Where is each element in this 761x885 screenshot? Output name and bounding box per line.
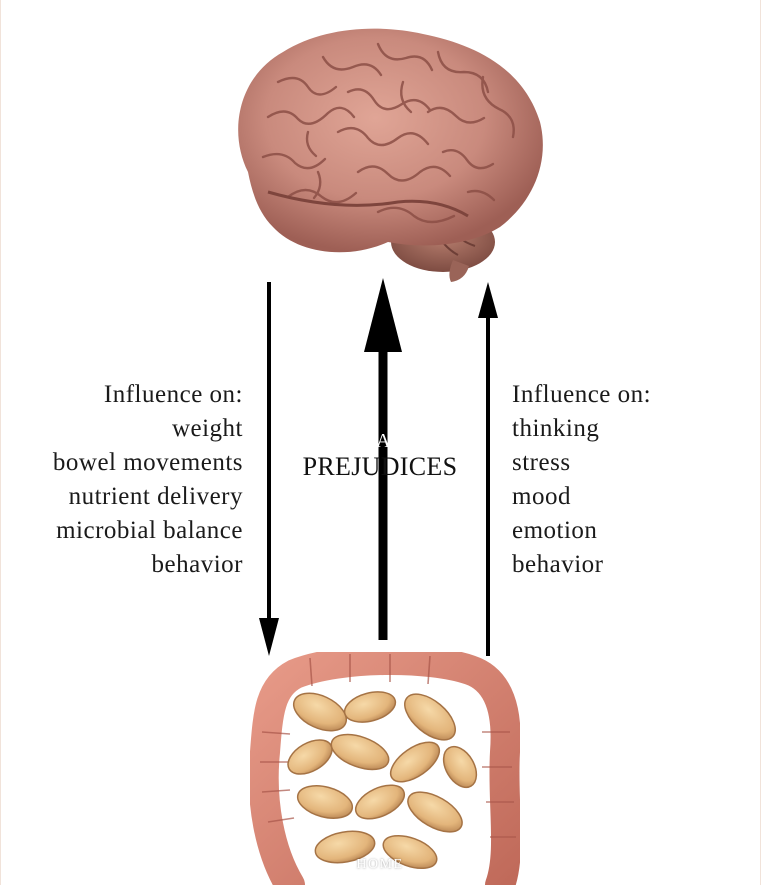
left-item-nutrient-delivery: nutrient delivery bbox=[68, 483, 243, 510]
left-item-weight: weight bbox=[171, 415, 243, 442]
home-link[interactable]: HOME bbox=[356, 857, 404, 872]
center-label-prejudices: PREJUDICES bbox=[302, 452, 458, 481]
brain-illustration bbox=[238, 28, 543, 282]
right-item-thinking: thinking bbox=[512, 415, 600, 442]
intestines-illustration bbox=[250, 652, 520, 885]
right-item-mood: mood bbox=[512, 483, 571, 510]
ghost-letter: A bbox=[376, 430, 391, 452]
right-item-stress: stress bbox=[512, 449, 571, 476]
right-heading: Influence on: bbox=[512, 381, 652, 408]
left-item-behavior: behavior bbox=[151, 551, 243, 578]
arrow-up-large-center bbox=[364, 278, 402, 640]
left-item-microbial-balance: microbial balance bbox=[56, 517, 243, 544]
left-heading: Influence on: bbox=[103, 381, 243, 408]
arrow-down-brain-to-gut bbox=[259, 282, 279, 656]
right-item-behavior: behavior bbox=[512, 551, 604, 578]
right-item-emotion: emotion bbox=[512, 517, 598, 544]
left-item-bowel-movements: bowel movements bbox=[52, 449, 243, 476]
left-influence-list: Influence on: weight bowel movements nut… bbox=[53, 378, 243, 582]
arrow-up-gut-to-brain bbox=[478, 282, 498, 656]
right-influence-list: Influence on: thinking stress mood emoti… bbox=[512, 378, 651, 582]
